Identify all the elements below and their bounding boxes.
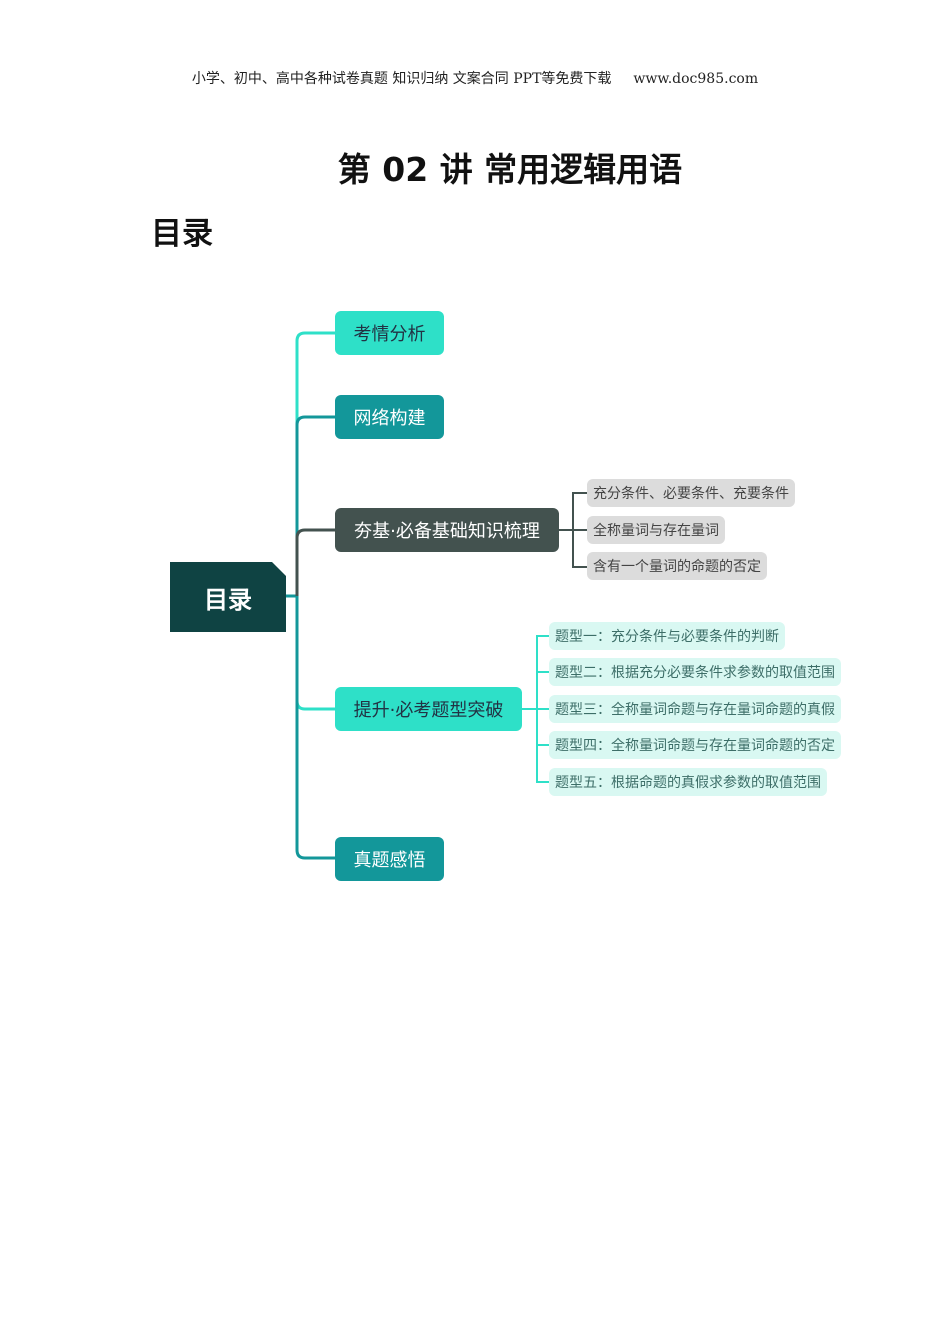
question-type-item[interactable]: 题型一：充分条件与必要条件的判断 (549, 622, 785, 650)
branch-exam-analysis[interactable]: 考情分析 (335, 311, 444, 355)
folded-corner-icon (272, 562, 286, 576)
branch-question-types[interactable]: 提升·必考题型突破 (335, 687, 522, 731)
question-type-item[interactable]: 题型二：根据充分必要条件求参数的取值范围 (549, 658, 841, 686)
basics-item[interactable]: 含有一个量词的命题的否定 (587, 552, 767, 580)
question-type-item[interactable]: 题型五：根据命题的真假求参数的取值范围 (549, 768, 827, 796)
page-title: 第 02 讲 常用逻辑用语 (337, 150, 683, 189)
toc-heading: 目录 (151, 216, 213, 252)
branch-real-exams[interactable]: 真题感悟 (335, 837, 444, 881)
root-label: 目录 (204, 585, 252, 614)
mindmap-root[interactable]: 目录 (170, 562, 286, 632)
question-type-item[interactable]: 题型三：全称量词命题与存在量词命题的真假 (549, 695, 841, 723)
header-url[interactable]: www.doc985.com (633, 71, 759, 87)
page-header: 小学、初中、高中各种试卷真题 知识归纳 文案合同 PPT等免费下载 www.doc… (0, 68, 950, 88)
question-type-item[interactable]: 题型四：全称量词命题与存在量词命题的否定 (549, 731, 841, 759)
basics-item[interactable]: 充分条件、必要条件、充要条件 (587, 479, 795, 507)
header-text: 小学、初中、高中各种试卷真题 知识归纳 文案合同 PPT等免费下载 (191, 71, 612, 87)
branch-network[interactable]: 网络构建 (335, 395, 444, 439)
basics-item[interactable]: 全称量词与存在量词 (587, 516, 725, 544)
branch-basics[interactable]: 夯基·必备基础知识梳理 (335, 508, 559, 552)
